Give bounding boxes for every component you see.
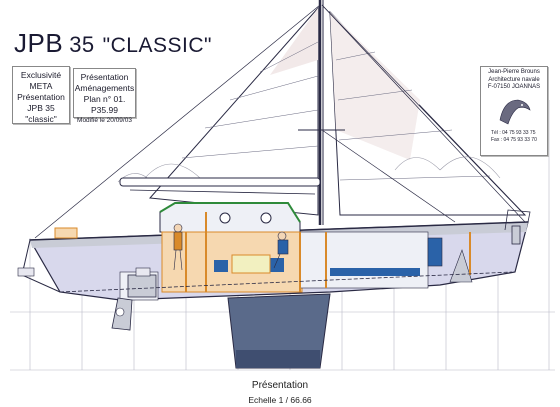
plan-info-line-2: Aménagements xyxy=(74,83,135,93)
architect-name: Jean-Pierre Brouns xyxy=(488,69,540,75)
mast xyxy=(298,0,345,225)
architect-title: Architecture navale xyxy=(488,76,540,83)
bow-pulpit xyxy=(504,209,531,245)
architect-tel: Tél : 04 75 93 33 75 xyxy=(491,129,536,136)
keel xyxy=(227,293,331,369)
rudder xyxy=(111,297,133,331)
model-number: 35 xyxy=(69,32,95,57)
brand-label: JPB xyxy=(14,28,64,58)
architect-box: Jean-Pierre Brouns Architecture navale F… xyxy=(480,66,548,156)
plan-info-line-1: Présentation xyxy=(80,72,129,82)
doghouse xyxy=(159,202,301,233)
stern xyxy=(17,227,78,293)
exclusivity-line-1: Exclusivité xyxy=(20,70,62,80)
dolphin-logo-icon xyxy=(499,99,531,124)
plan-number: Plan n° 01. P35.99 xyxy=(83,94,126,115)
exclusivity-line-3: Présentation xyxy=(17,92,65,102)
exclusivity-line-4: JPB 35 "classic" xyxy=(25,103,57,124)
exclusivity-box: Exclusivité META Présentation JPB 35 "cl… xyxy=(12,66,70,124)
footer-scale: Echelle 1 / 66.66 xyxy=(248,395,312,405)
footer-label: Présentation xyxy=(251,380,309,391)
interior-layout xyxy=(119,212,473,301)
person-figure-saloon xyxy=(273,231,289,269)
model-name: "CLASSIC" xyxy=(102,34,212,57)
person-figure-aft xyxy=(173,223,183,271)
architect-address: F-07150 JOANNAS xyxy=(487,84,541,90)
exclusivity-line-2: META xyxy=(29,81,53,91)
rigging xyxy=(34,4,526,239)
modified-date: Modifié le 20/09/03 xyxy=(77,117,132,124)
architect-fax: Fax : 04 75 93 33 70 xyxy=(491,136,537,143)
engine xyxy=(127,267,157,298)
boom xyxy=(119,177,321,195)
waterline xyxy=(59,271,513,293)
plan-info-box: Présentation Aménagements Plan n° 01. P3… xyxy=(73,68,136,124)
